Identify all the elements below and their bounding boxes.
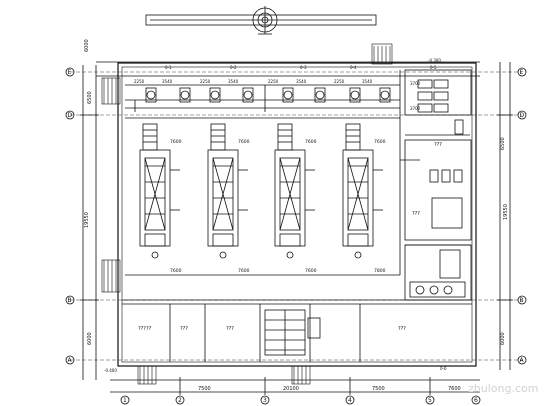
- col-mark-4: 4: [348, 397, 352, 404]
- boiler-3: [274, 123, 315, 259]
- row-mark-a-right: A: [520, 357, 525, 364]
- left-lower-dim: 6000: [87, 332, 93, 345]
- equip-size-2: 3540: [162, 79, 173, 84]
- equip-size-4: 3540: [228, 79, 239, 84]
- row-mark-e-right: E: [520, 69, 524, 76]
- axis-bubbles-left: [65, 67, 527, 365]
- inner-width-3: 7600: [305, 139, 317, 145]
- corner-label: -0.300: [428, 58, 441, 63]
- total-height-label: 19550: [84, 212, 90, 228]
- louvers: [101, 43, 393, 385]
- inner-width-7: 7600: [305, 268, 317, 274]
- col-mark-3: 3: [263, 397, 267, 404]
- top-dimension-line: [96, 61, 480, 77]
- small-dim-2: 3700: [410, 106, 421, 111]
- row-mark-e: E: [68, 69, 72, 76]
- equip-size-6: 3540: [296, 79, 307, 84]
- right-mid-dim: 19550: [503, 204, 509, 220]
- dimension-texts: 6000 19550 6500 6000 6500 19550 6000 201…: [84, 39, 509, 392]
- total-width-label: 20100: [283, 386, 299, 392]
- right-utility-room: [404, 69, 472, 136]
- pump-room: [404, 244, 472, 301]
- col-mark-6: 6: [474, 397, 478, 404]
- corner-elev-label: -0.400: [104, 368, 117, 373]
- section-tag-6: 0-6: [440, 366, 447, 371]
- right-lower-dim: 6000: [500, 332, 506, 345]
- room-label-6: ???: [434, 142, 442, 148]
- equip-size-3: 2250: [200, 79, 211, 84]
- inner-width-6: 7600: [238, 268, 250, 274]
- bay-width-1: 7500: [198, 386, 211, 392]
- row-mark-d: D: [68, 112, 73, 119]
- row-mark-b: B: [68, 297, 72, 304]
- lower-rooms: [122, 299, 472, 362]
- right-upper-dim: 6500: [500, 137, 506, 150]
- bay-width-3: 7600: [448, 386, 461, 392]
- room-label-3: ???: [226, 326, 234, 332]
- room-label-2: ???: [180, 326, 188, 332]
- axis-bubbles-bottom: [120, 395, 481, 405]
- small-dim-1: 3700: [410, 81, 421, 86]
- col-mark-2: 2: [178, 397, 182, 404]
- room-labels: ????? ??? ??? ??? ??? ???: [138, 142, 442, 332]
- inner-width-4: 7600: [374, 139, 386, 145]
- bay-width-2: 7500: [372, 386, 385, 392]
- row-mark-b-right: B: [520, 297, 524, 304]
- watermark: zhulong.com: [468, 382, 538, 395]
- section-tag-2: 0-2: [230, 65, 237, 70]
- left-upper-dim: 6500: [87, 91, 93, 104]
- svg-text:zhulong.com: zhulong.com: [468, 382, 538, 395]
- boiler-1: [139, 123, 180, 259]
- equip-size-5: 2250: [268, 79, 279, 84]
- equip-size-8: 3540: [362, 79, 373, 84]
- inner-width-5: 7600: [170, 268, 182, 274]
- inner-width-1: 7600: [170, 139, 182, 145]
- section-tags: 0-1 0-2 0-3 0-4 0-5 0-6: [165, 65, 447, 371]
- row-mark-a: A: [68, 357, 73, 364]
- room-label-4: ???: [398, 326, 406, 332]
- section-tag-3: 0-3: [300, 65, 307, 70]
- section-tag-4: 0-4: [350, 65, 357, 70]
- equip-size-7: 2250: [334, 79, 345, 84]
- room-label-5: ???: [412, 211, 420, 217]
- section-tag-1: 0-1: [165, 65, 172, 70]
- inner-width-8: 7800: [374, 268, 386, 274]
- room-label-1: ?????: [138, 326, 152, 332]
- inner-width-2: 7600: [238, 139, 250, 145]
- axis-marks: E D B A E D B A 1 2 3 4 5 6: [68, 69, 525, 404]
- boiler-4: [342, 123, 383, 259]
- top-dim-label: 6000: [84, 39, 90, 52]
- col-mark-5: 5: [428, 397, 432, 404]
- col-mark-1: 1: [123, 397, 127, 404]
- outer-wall: [117, 62, 477, 367]
- upper-equipment-row: [125, 70, 401, 275]
- row-mark-d-right: D: [520, 112, 525, 119]
- chimney-symbol: [145, 6, 377, 35]
- bottom-dimension-line: [110, 377, 480, 395]
- section-tag-5: 0-5: [430, 65, 437, 70]
- equip-size-1: 2250: [134, 79, 145, 84]
- control-room: [400, 139, 472, 246]
- boiler-2: [207, 123, 248, 259]
